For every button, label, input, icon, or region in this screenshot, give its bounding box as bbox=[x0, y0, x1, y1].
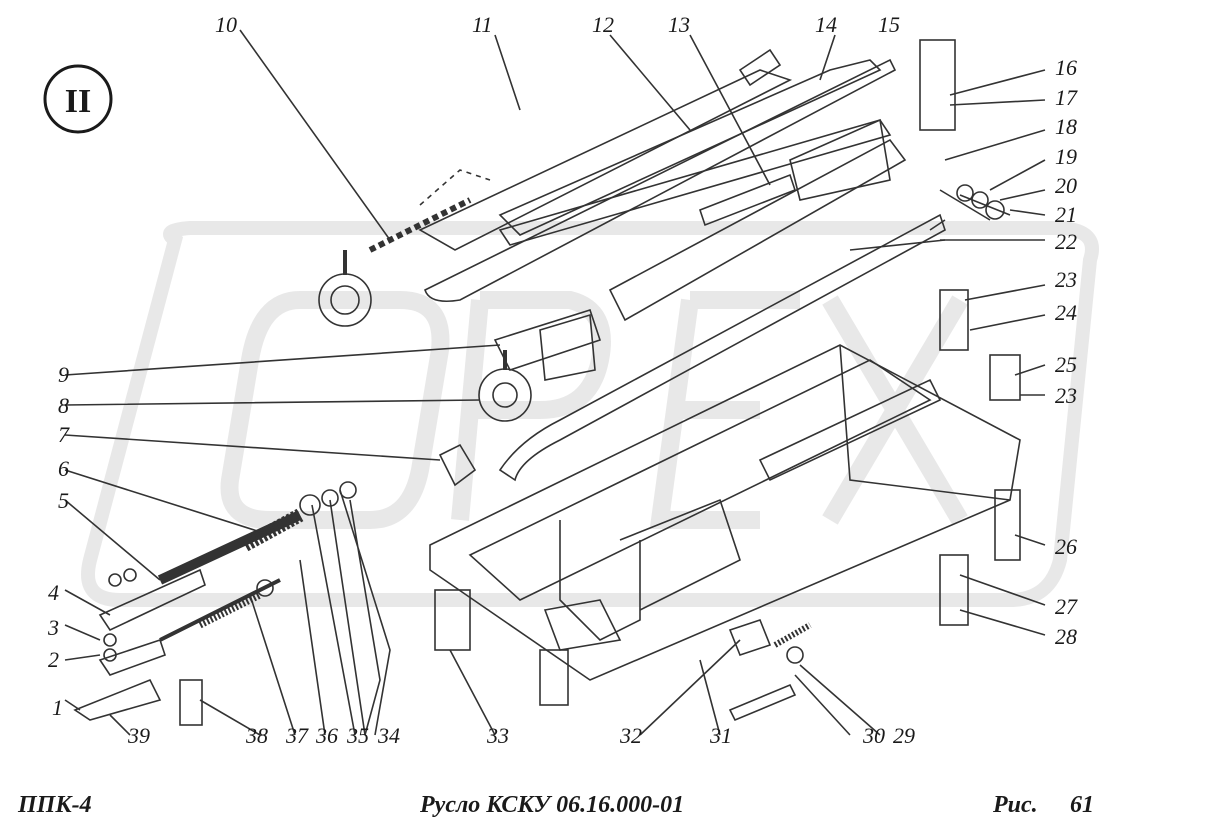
footer-left: ППК-4 bbox=[17, 792, 92, 818]
callout-18: 18 bbox=[1055, 114, 1077, 139]
callout-8: 8 bbox=[58, 393, 69, 418]
callout-labels: 1 2 3 4 5 6 7 8 9 10 11 12 13 14 15 16 1… bbox=[47, 12, 1078, 748]
callout-29: 29 bbox=[893, 723, 915, 748]
callout-7: 7 bbox=[58, 422, 70, 447]
callout-27: 27 bbox=[1055, 594, 1078, 619]
callout-2: 2 bbox=[48, 647, 59, 672]
callout-12: 12 bbox=[592, 12, 614, 37]
callout-32: 32 bbox=[619, 723, 642, 748]
callout-21: 21 bbox=[1055, 202, 1077, 227]
footer-right-label: Рис. bbox=[992, 792, 1038, 818]
footer-right-number: 61 bbox=[1070, 792, 1094, 818]
callout-13: 13 bbox=[668, 12, 690, 37]
callout-10: 10 bbox=[215, 12, 237, 37]
callout-24: 24 bbox=[1055, 300, 1077, 325]
callout-5: 5 bbox=[58, 488, 69, 513]
section-badge-label: II bbox=[65, 83, 91, 120]
footer-center: Русло КСКУ 06.16.000-01 bbox=[419, 792, 684, 818]
callout-33: 33 bbox=[486, 723, 509, 748]
parts-drawing bbox=[64, 29, 1046, 736]
callout-4: 4 bbox=[48, 580, 59, 605]
callout-38: 38 bbox=[245, 723, 268, 748]
callout-39: 39 bbox=[127, 723, 150, 748]
callout-1: 1 bbox=[52, 695, 63, 720]
callout-26: 26 bbox=[1055, 534, 1077, 559]
callout-28: 28 bbox=[1055, 624, 1077, 649]
callout-15: 15 bbox=[878, 12, 900, 37]
callout-25: 25 bbox=[1055, 352, 1077, 377]
callout-35: 35 bbox=[346, 723, 369, 748]
callout-16: 16 bbox=[1055, 55, 1077, 80]
watermark-logo bbox=[81, 221, 1099, 607]
callout-17: 17 bbox=[1055, 85, 1078, 110]
callout-3: 3 bbox=[47, 615, 59, 640]
callout-37: 37 bbox=[285, 723, 309, 748]
callout-20: 20 bbox=[1055, 173, 1077, 198]
callout-30: 30 bbox=[862, 723, 885, 748]
callout-11: 11 bbox=[472, 12, 492, 37]
section-badge: II bbox=[43, 64, 113, 134]
callout-6: 6 bbox=[58, 456, 69, 481]
callout-9: 9 bbox=[58, 362, 69, 387]
callout-36: 36 bbox=[315, 723, 338, 748]
footer: ППК-4 Русло КСКУ 06.16.000-01 Рис. 61 bbox=[17, 792, 1094, 818]
callout-23a: 23 bbox=[1055, 267, 1077, 292]
callout-19: 19 bbox=[1055, 144, 1077, 169]
callout-34: 34 bbox=[377, 723, 400, 748]
callout-23b: 23 bbox=[1055, 383, 1077, 408]
callout-31: 31 bbox=[709, 723, 732, 748]
callout-22: 22 bbox=[1055, 229, 1077, 254]
callout-14: 14 bbox=[815, 12, 837, 37]
